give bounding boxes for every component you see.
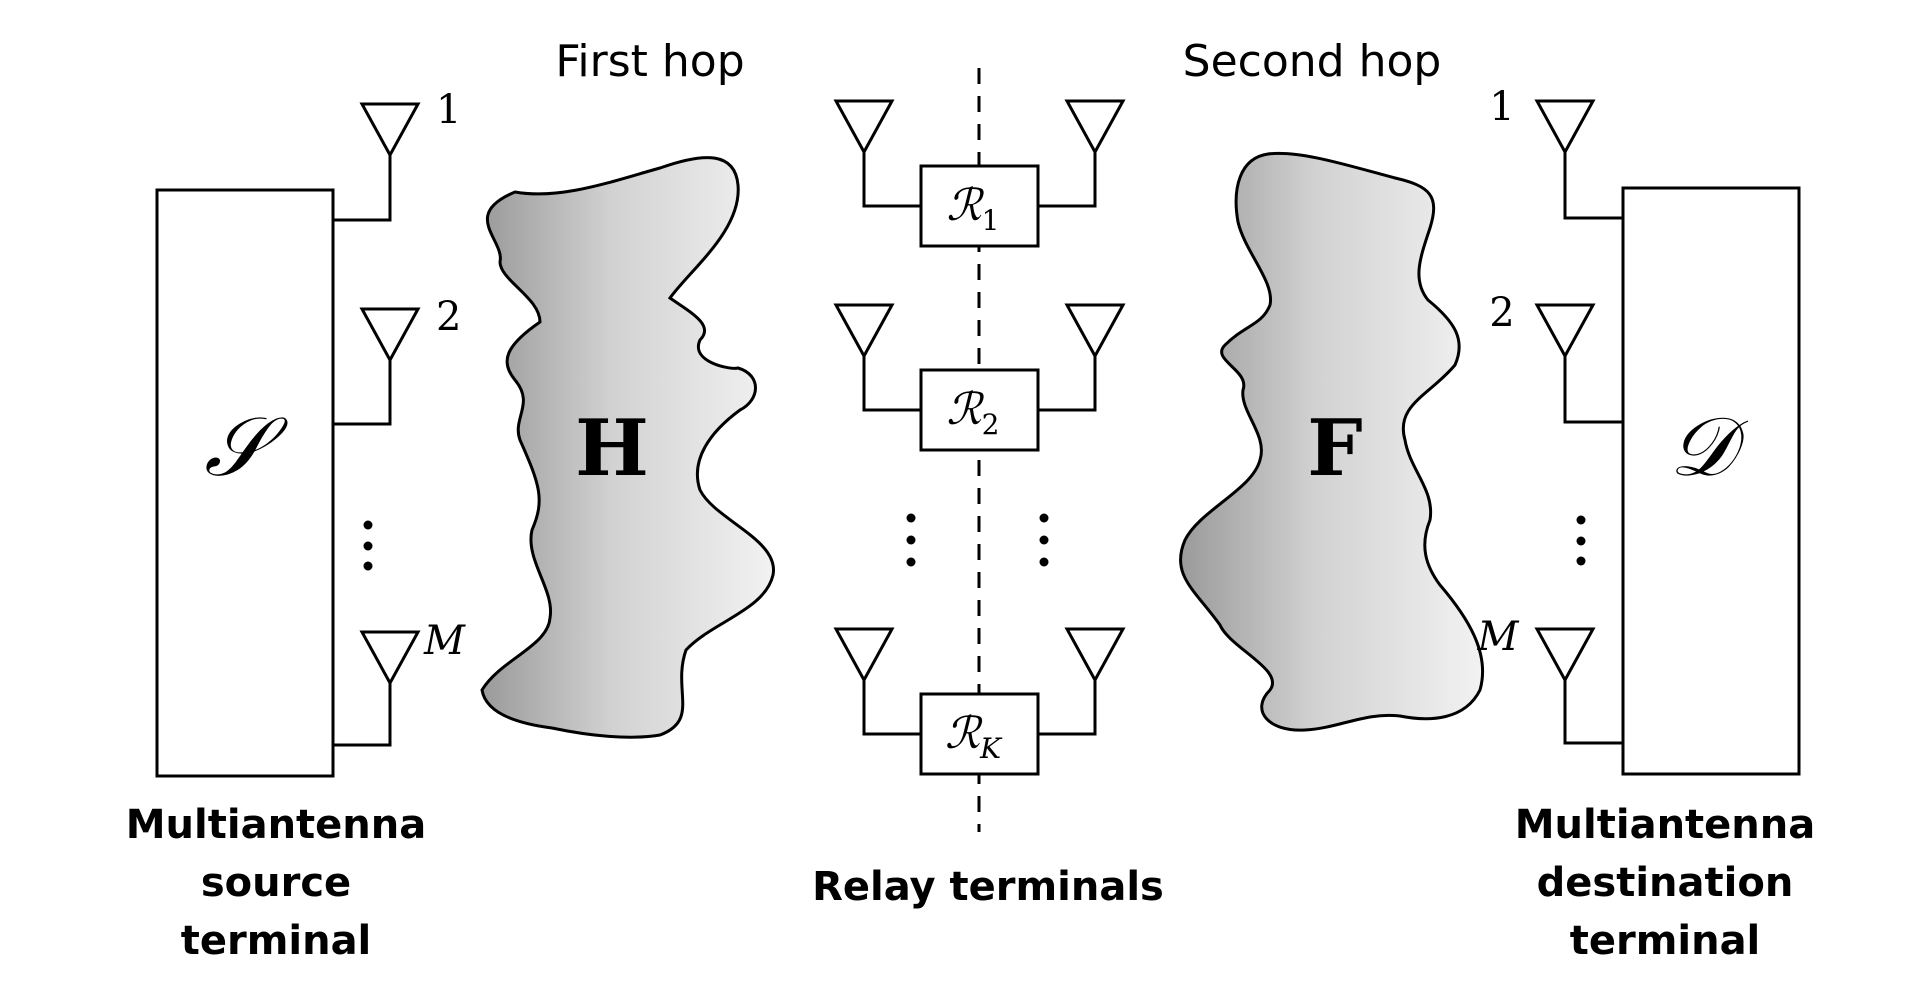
antenna-icon <box>1064 303 1126 360</box>
relay-1: ℛ1 <box>833 99 1126 248</box>
source-caption-line-3: terminal <box>181 918 372 964</box>
antenna-icon <box>359 102 421 159</box>
source-antenna-label-1: 1 <box>436 87 461 133</box>
source-antenna-1: 1 <box>333 87 461 222</box>
destination-antenna-2: 2 <box>1489 290 1623 424</box>
relay-k: ℛK <box>833 627 1126 776</box>
destination-antenna-label-2: 2 <box>1489 290 1514 336</box>
antenna-icon <box>1064 627 1126 684</box>
destination-antenna-m: M <box>1477 614 1623 745</box>
relay-caption: Relay terminals <box>812 864 1164 910</box>
destination-caption-line-3: terminal <box>1570 918 1761 964</box>
destination-box <box>1621 186 1801 776</box>
destination-antenna-label-m: M <box>1477 614 1520 660</box>
antenna-icon <box>833 303 895 360</box>
second-hop-label: Second hop <box>1183 36 1442 87</box>
destination-caption-line-1: Multiantenna <box>1515 802 1816 848</box>
source-box <box>155 188 335 778</box>
relay-label-2: ℛ2 <box>947 384 1000 441</box>
channel-h: H <box>480 156 775 739</box>
relay-box-1 <box>919 164 1040 248</box>
source-antenna-m: M <box>333 618 466 747</box>
antenna-icon <box>1534 99 1596 156</box>
relay-ellipsis-left <box>906 513 916 567</box>
antenna-icon <box>833 627 895 684</box>
channel-f: F <box>1179 151 1485 732</box>
source-antenna-label-2: 2 <box>436 294 461 340</box>
channel-f-cloud <box>1179 151 1485 732</box>
first-hop-label: First hop <box>555 36 744 87</box>
antenna-icon <box>359 307 421 364</box>
antenna-icon <box>359 630 421 687</box>
source-antenna-2: 2 <box>333 294 461 426</box>
relay-label-1: ℛ1 <box>947 180 1000 237</box>
destination-caption-line-2: destination <box>1537 860 1794 906</box>
destination-terminal: 𝒟 1 2 M Multiantenna destination termina… <box>1477 84 1816 964</box>
destination-antenna-ellipsis <box>1576 515 1586 566</box>
destination-antenna-label-1: 1 <box>1489 84 1514 130</box>
antenna-icon <box>1064 99 1126 156</box>
source-caption-line-2: source <box>201 860 351 906</box>
source-caption-line-1: Multiantenna <box>126 802 427 848</box>
relay-ellipsis-right <box>1039 513 1049 567</box>
relay-2: ℛ2 <box>833 303 1126 452</box>
antenna-icon <box>833 99 895 156</box>
relay-box-2 <box>919 368 1040 452</box>
source-antenna-ellipsis <box>363 520 373 571</box>
channel-f-label: F <box>1307 403 1362 494</box>
relay-box-k <box>919 692 1040 776</box>
channel-h-label: H <box>575 403 649 494</box>
relay-terminals: ℛ1 ℛ2 ℛK <box>812 68 1164 910</box>
source-antenna-label-m: M <box>423 618 466 664</box>
relay-label-k: ℛK <box>945 708 1003 765</box>
antenna-icon <box>1534 627 1596 684</box>
antenna-icon <box>1534 303 1596 360</box>
channel-h-cloud <box>480 156 775 739</box>
destination-antenna-1: 1 <box>1489 84 1623 220</box>
source-terminal: 𝒮 1 2 M Multiantenna source terminal <box>126 87 466 964</box>
